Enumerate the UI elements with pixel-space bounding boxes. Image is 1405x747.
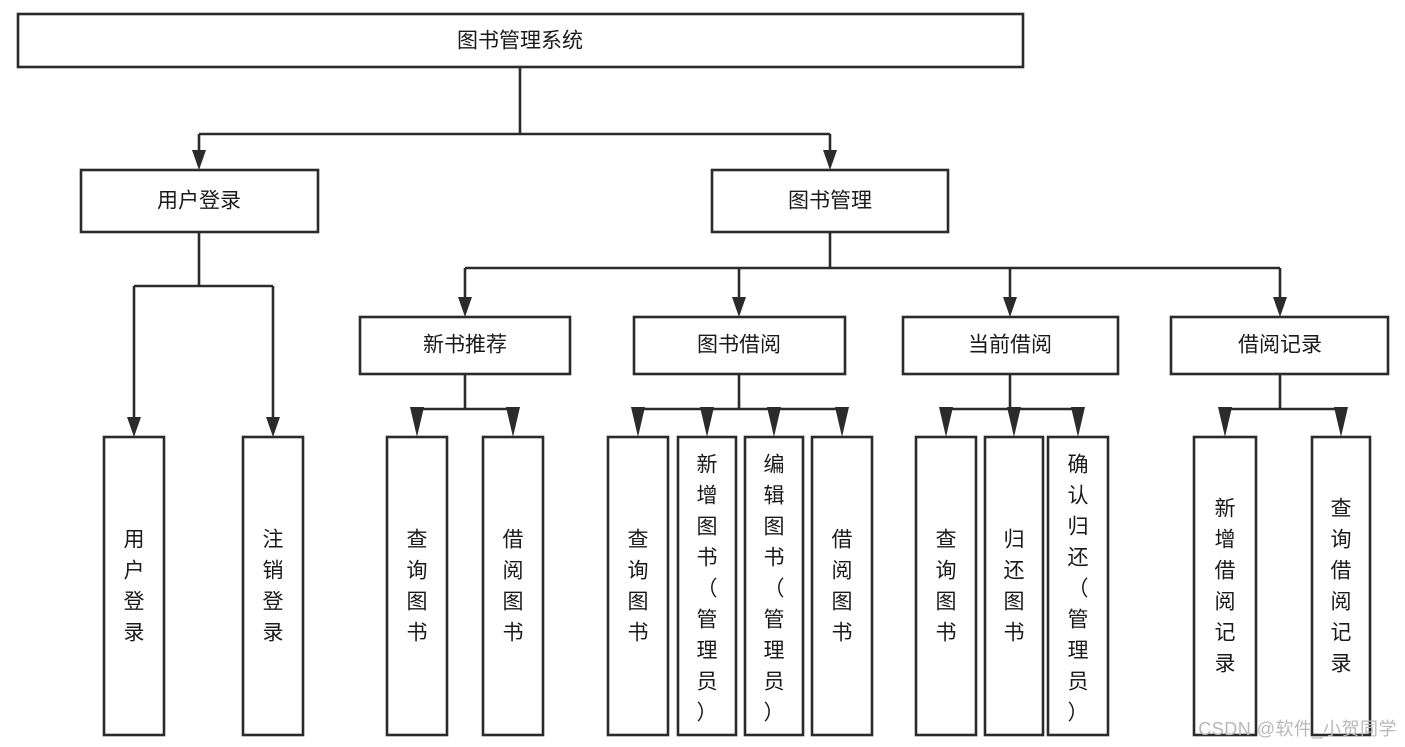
node-book-borrow-label: 图书借阅 [697,334,781,357]
leaf-edit-book-box[interactable] [743,435,805,737]
node-borrow-record[interactable]: 借阅记录 [1169,315,1390,376]
arrowhead-leaf-edit-book [767,407,781,437]
leaf-return-book-box[interactable] [983,435,1045,737]
arrowhead-new-book-recommend [458,297,472,317]
leaf-add-book-label: 新增图书（管理员） [697,453,718,724]
leaf-user-login-box[interactable] [102,435,166,737]
leaf-node-borrow-book-1[interactable]: 借阅图书 [481,435,545,737]
node-new-book-recommend-box[interactable] [358,315,572,376]
node-current-borrow[interactable]: 当前借阅 [901,315,1120,376]
leaf-add-record-box[interactable] [1192,435,1258,737]
node-root-book-management-system[interactable]: 图书管理系统 [16,12,1025,69]
arrowhead-book-management [823,150,837,170]
node-borrow-record-box[interactable] [1169,315,1390,376]
arrowhead-book-borrow [732,297,746,317]
leaf-query-record-label: 查询借阅记录 [1331,497,1352,675]
leaf-logout-login-box[interactable] [241,435,305,737]
leaf-query-book-2-box[interactable] [606,435,670,737]
leaf-node-query-book-1[interactable]: 查询图书 [385,435,449,737]
leaf-borrow-book-1-label: 借阅图书 [503,528,524,644]
arrowhead-borrow-record [1273,297,1287,317]
leaf-query-book-3-label: 查询图书 [936,528,957,644]
leaf-return-book-label: 归还图书 [1004,528,1025,644]
leaf-query-book-1-box[interactable] [385,435,449,737]
arrowhead-leaf-confirm-return [1071,407,1085,437]
node-root-label: 图书管理系统 [457,30,583,53]
leaf-node-return-book[interactable]: 归还图书 [983,435,1045,737]
leaf-node-user-login[interactable]: 用户登录 [102,435,166,737]
arrowhead-leaf-borrow-book-2 [835,407,849,437]
leaf-borrow-book-2-label: 借阅图书 [832,528,853,644]
leaf-node-add-record[interactable]: 新增借阅记录 [1192,435,1258,737]
arrowhead-leaf-query-record [1334,407,1348,437]
leaf-query-record-box[interactable] [1310,435,1372,737]
leaf-node-confirm-return[interactable]: 确认归还（管理员） [1046,435,1110,737]
node-book-borrow[interactable]: 图书借阅 [632,315,847,376]
node-new-book-recommend[interactable]: 新书推荐 [358,315,572,376]
node-user-login[interactable]: 用户登录 [79,168,320,234]
node-current-borrow-label: 当前借阅 [968,334,1052,357]
arrowhead-leaf-return-book [1007,407,1021,437]
arrowhead-current-borrow [1003,297,1017,317]
leaf-edit-book-label: 编辑图书（管理员） [764,453,785,724]
arrowhead-user-login [192,150,206,170]
leaf-borrow-book-1-box[interactable] [481,435,545,737]
node-new-book-recommend-label: 新书推荐 [423,334,507,357]
leaf-node-query-record[interactable]: 查询借阅记录 [1310,435,1372,737]
leaf-logout-login-label: 注销登录 [263,528,284,644]
leaf-node-add-book[interactable]: 新增图书（管理员） [676,435,738,737]
node-user-login-box[interactable] [79,168,320,234]
arrowhead-leaf-borrow-book-1 [506,407,520,437]
arrowhead-leaf-logout-login [266,417,280,437]
arrowhead-group [127,150,1348,437]
leaf-confirm-return-label: 确认归还（管理员） [1068,453,1089,724]
leaf-user-login-label: 用户登录 [124,528,145,644]
arrowhead-leaf-query-book-1 [410,407,424,437]
leaf-node-logout-login[interactable]: 注销登录 [241,435,305,737]
leaf-confirm-return-box[interactable] [1046,435,1110,737]
leaf-node-query-book-2[interactable]: 查询图书 [606,435,670,737]
leaf-node-borrow-book-2[interactable]: 借阅图书 [810,435,874,737]
node-current-borrow-box[interactable] [901,315,1120,376]
leaf-borrow-book-2-box[interactable] [810,435,874,737]
node-book-management-box[interactable] [710,168,950,234]
node-book-borrow-box[interactable] [632,315,847,376]
node-root-box[interactable] [16,12,1025,69]
arrowhead-leaf-add-record [1218,407,1232,437]
leaf-node-edit-book[interactable]: 编辑图书（管理员） [743,435,805,737]
arrowhead-leaf-add-book [700,407,714,437]
arrowhead-leaf-user-login [127,417,141,437]
node-borrow-record-label: 借阅记录 [1238,334,1322,357]
node-user-login-label: 用户登录 [157,190,241,213]
leaf-query-book-2-label: 查询图书 [628,528,649,644]
leaf-add-record-label: 新增借阅记录 [1215,497,1236,675]
leaf-query-book-3-box[interactable] [914,435,978,737]
leaf-query-book-1-label: 查询图书 [407,528,428,644]
node-book-management[interactable]: 图书管理 [710,168,950,234]
arrowhead-leaf-query-book-3 [939,407,953,437]
leaf-node-query-book-3[interactable]: 查询图书 [914,435,978,737]
node-book-management-label: 图书管理 [788,190,872,213]
arrowhead-leaf-query-book-2 [631,407,645,437]
leaf-add-book-box[interactable] [676,435,738,737]
